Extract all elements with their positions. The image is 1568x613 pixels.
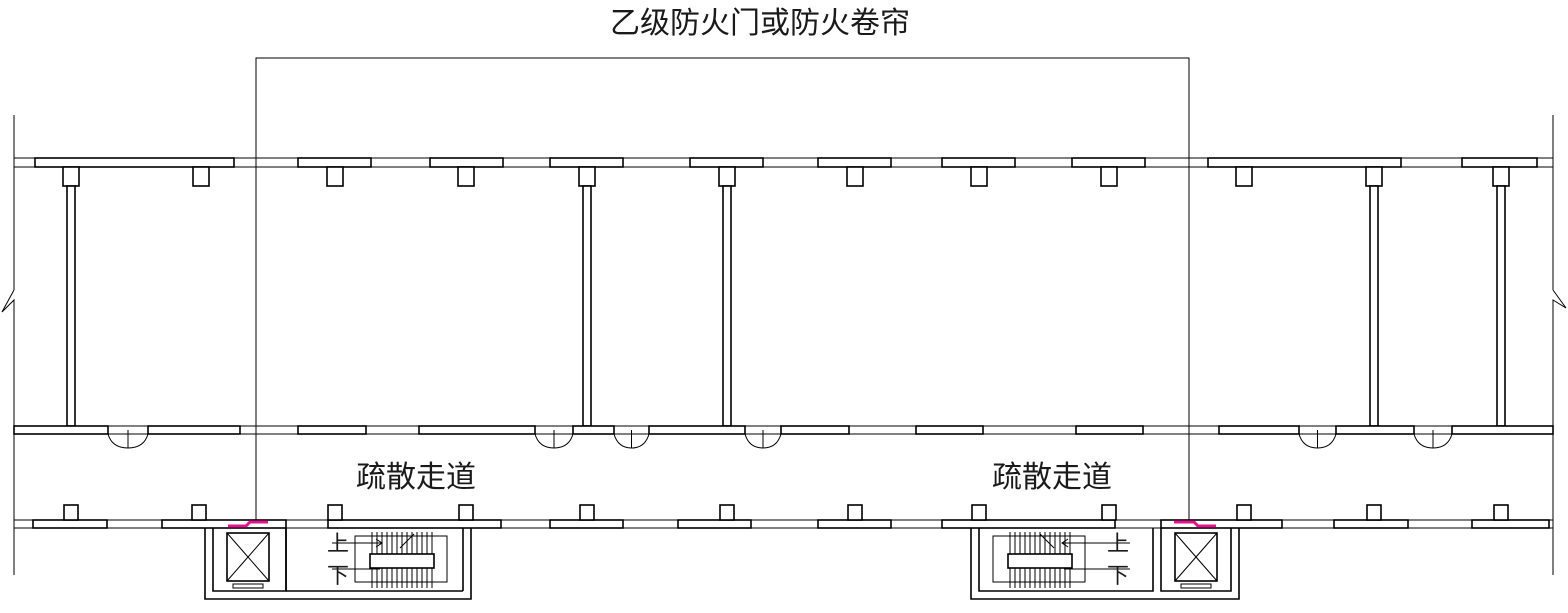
door-swing [534,430,574,449]
partition-wall [66,185,76,427]
column [1235,166,1253,187]
right-core [970,528,1240,600]
wall-pier [549,157,624,168]
wall-pier [1160,519,1283,529]
column [846,166,864,187]
bottom-windows [32,519,1550,529]
room-doors [107,430,1453,449]
column [1492,166,1510,187]
stair-up-label-right: 上 [1107,532,1129,557]
column [191,504,207,521]
wall-pier [1461,157,1538,168]
wall-pier [161,519,287,529]
wall-pier [1471,519,1550,529]
wall-pier [549,519,624,529]
fire-door-right [1174,520,1216,528]
column [971,504,987,521]
wall-pier [677,519,752,529]
wall-segment [13,425,109,435]
corridor-label-right: 疏散走道 [992,460,1112,495]
column [970,166,988,187]
bottom-columns [63,504,1509,521]
column [326,166,344,187]
wall-pier [817,157,892,168]
stair-up-label-left: 上 [327,532,349,557]
wall-segment [418,425,536,435]
break-line-right [1552,115,1567,575]
corridor-wall-segments [13,425,1554,435]
wall-segment [1218,425,1300,435]
wall-pier [1333,519,1409,529]
stair-down-label-right: 下 [1107,564,1129,589]
column [62,166,80,187]
wall-pier [34,157,235,168]
wall-segment [297,425,367,435]
wall-pier [297,157,372,168]
break-line-left [1,115,15,575]
wall-segment [147,425,241,435]
column [1101,504,1117,521]
left-core [204,528,472,600]
elevator-left [226,532,270,589]
fire-door-title: 乙级防火门或防火卷帘 [610,6,910,41]
top-columns [62,166,1510,187]
column [719,504,735,521]
wall-pier [689,157,764,168]
wall-pier [327,519,502,529]
column [63,504,79,521]
column [1100,166,1118,187]
corridor-label-left: 疏散走道 [356,460,476,495]
door-swing [107,430,149,449]
stair-left [332,532,448,588]
wall-segment [1335,425,1415,435]
wall-segment [1451,425,1554,435]
wall-segment [780,425,850,435]
wall-pier [941,157,1016,168]
door-swing [744,430,782,449]
wall-pier [1071,157,1146,168]
column [192,166,210,187]
door-swing [613,430,650,449]
door-swing [1413,430,1453,449]
wall-pier [941,519,1116,529]
stair-down-label-left: 下 [327,564,349,589]
top-windows [34,157,1538,168]
column [578,166,596,187]
fire-door-left [228,520,268,528]
partition-wall [722,185,732,427]
door-swing [1298,430,1337,449]
column [847,504,863,521]
column [1366,504,1382,521]
room-partitions [66,185,1506,427]
wall-pier [32,519,108,529]
wall-pier [1207,157,1402,168]
column [718,166,736,187]
callout-bracket [255,57,1190,522]
column [457,166,475,187]
wall-pier [429,157,504,168]
stair-right [992,532,1130,588]
wall-segment [648,425,746,435]
elevator-right [1174,532,1218,589]
wall-segment [915,425,984,435]
wall-segment [572,425,615,435]
column [458,504,474,521]
column [579,504,595,521]
partition-wall [582,185,592,427]
column [327,504,343,521]
partition-wall [1496,185,1506,427]
wall-pier [817,519,892,529]
wall-segment [1075,425,1144,435]
column [1493,504,1509,521]
column [1365,166,1383,187]
partition-wall [1369,185,1379,427]
column [1236,504,1252,521]
